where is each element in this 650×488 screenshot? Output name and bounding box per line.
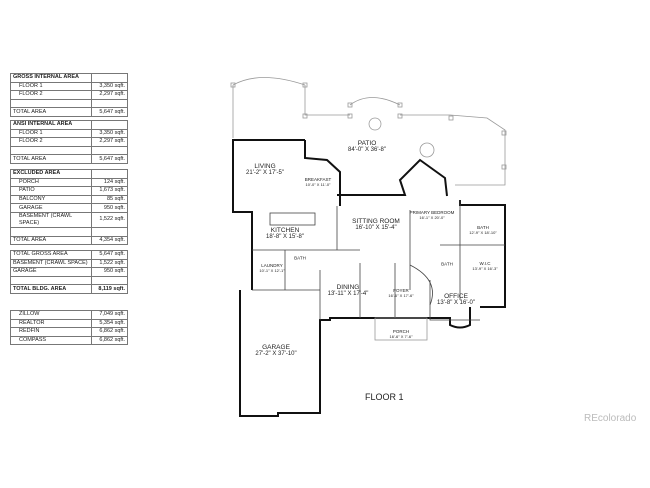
room-name: OFFICE: [444, 293, 468, 300]
room-name: PATIO: [357, 140, 377, 147]
room-dimensions: 27'-2" X 37'-10": [255, 351, 297, 357]
floor-label: FLOOR 1: [365, 392, 404, 402]
room-dimensions: 16'-6" X 17'-6": [388, 293, 414, 298]
room-dimensions: 13'-9" X 16'-3": [472, 266, 498, 271]
exterior-walls: [232, 139, 506, 417]
room-bath-3: BATH: [441, 262, 453, 267]
room-name: SITTING ROOM: [352, 218, 400, 225]
room-name: BREAKFAST: [304, 177, 332, 182]
room-name: DINING: [336, 284, 360, 291]
interior-walls: [252, 200, 505, 341]
room-name: PRIMARY BEDROOM: [409, 210, 455, 215]
room-name: BATH: [477, 225, 489, 230]
row-label: BASEMENT (CRAWL SPACE): [10, 211, 92, 228]
room-name: LIVING: [254, 163, 276, 170]
row-value: 8,119 sqft.: [91, 284, 128, 294]
room-dimensions: 12'-9" X 18'-10": [469, 230, 497, 235]
row-value: 1,522 sqft.: [91, 211, 128, 228]
room-dimensions: 16'-6" X 7'-6": [389, 334, 413, 339]
room-dimensions: 16'-10" X 15'-4": [355, 225, 397, 231]
room-name: PORCH: [392, 329, 410, 334]
row-value: 6,862 sqft.: [91, 335, 128, 346]
room-dimensions: 21'-2" X 17'-5": [246, 170, 284, 176]
room-dimensions: 18'-8" X 15'-8": [266, 234, 304, 240]
room-bath-2: BATH: [294, 256, 306, 261]
table-row: BASEMENT (CRAWL SPACE)1,522 sqft.: [10, 211, 128, 228]
brand-watermark: REcolorado: [584, 413, 637, 424]
room-name: FOYER: [393, 288, 409, 293]
room-name: BATH: [441, 261, 453, 267]
room-name: GARAGE: [262, 344, 290, 351]
room-dimensions: 10'-1" X 12'-1": [259, 268, 285, 273]
room-dimensions: 84'-0" X 36'-8": [348, 147, 386, 153]
room-dimensions: 13'-8" X 16'-0": [437, 300, 475, 306]
room-name: BATH: [294, 255, 306, 261]
row-value: 5,647 sqft.: [91, 107, 128, 117]
room-dimensions: 16'-1" X 20'-0": [419, 215, 445, 220]
row-value: 4,354 sqft.: [91, 235, 128, 246]
patio-outline: [230, 77, 507, 186]
room-name: LAUNDRY: [261, 263, 283, 268]
room-dimensions: 10'-0" X 11'-0": [305, 182, 331, 187]
room-name: KITCHEN: [270, 227, 300, 234]
room-dimensions: 13'-11" X 17'-4": [327, 291, 369, 297]
row-value: 5,647 sqft.: [91, 154, 128, 164]
room-name: W.I.C: [479, 261, 491, 266]
